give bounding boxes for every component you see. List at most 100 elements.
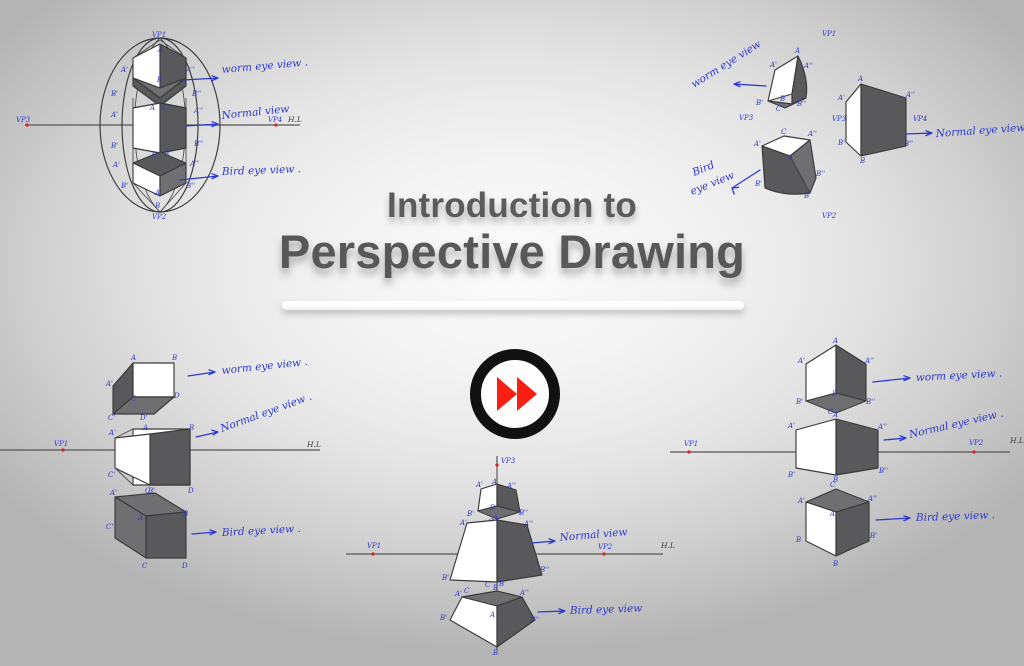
fast-forward-icon [496, 377, 537, 411]
annotation-normal-view: Normal view [558, 526, 628, 544]
svg-text:B: B [492, 649, 498, 657]
svg-text:B'': B'' [185, 182, 195, 190]
svg-text:A': A' [837, 94, 845, 102]
horizon-label: H.L [1009, 436, 1024, 445]
fast-forward-triangle-2 [516, 377, 537, 411]
horizon-label: H.L [306, 440, 321, 449]
svg-text:B': B' [147, 487, 155, 495]
annotation-worm-eye-view: worm eye view . [916, 367, 1003, 384]
annotation-bird-eye-view: Bird eye view . [915, 509, 995, 524]
diagram-sphere-stacked-boxes: H.L [16, 31, 308, 221]
svg-text:B': B' [787, 471, 795, 479]
label-vp1: VP1 [367, 542, 381, 550]
svg-text:A'': A'' [523, 520, 533, 528]
box-normal-eye: A' A B C' C D [108, 424, 194, 495]
svg-text:B: B [832, 476, 838, 484]
solid-worm-eye: A A' A'' B' B B'' C [755, 47, 813, 113]
svg-text:B: B [795, 536, 801, 544]
label-vp2: VP2 [969, 439, 984, 447]
annotation-normal-eye-view: Normal eye view . [218, 391, 314, 436]
svg-text:B: B [832, 560, 838, 568]
svg-text:A: A [157, 46, 163, 54]
svg-text:C: C [830, 481, 836, 489]
label-vp2: VP2 [598, 543, 613, 551]
svg-text:A': A' [120, 66, 128, 74]
svg-text:B': B' [837, 139, 845, 147]
svg-text:C: C [781, 128, 787, 136]
box-bird-eye [132, 151, 187, 213]
svg-text:A: A [857, 75, 863, 83]
svg-text:A'': A'' [506, 482, 516, 490]
svg-text:C: C [776, 105, 782, 113]
vanishing-point-vp2-dot [602, 552, 606, 556]
svg-text:B': B' [441, 574, 449, 582]
svg-text:A'': A'' [905, 91, 915, 99]
svg-text:B: B [156, 76, 162, 84]
svg-text:C: C [142, 562, 148, 570]
fast-forward-button[interactable] [470, 349, 560, 439]
cube-bird-eye: C A' A'' A B B' B [795, 481, 877, 568]
svg-text:A'': A'' [193, 107, 203, 115]
svg-text:A'': A'' [803, 62, 813, 70]
svg-text:B: B [859, 157, 865, 165]
label-vp1: VP1 [152, 31, 166, 39]
vertex-labels: A A' A'' B B' B'' A C A' A'' B' B'' C B … [110, 46, 203, 210]
svg-text:A'': A'' [519, 589, 529, 597]
svg-text:B'': B'' [539, 566, 549, 574]
label-vp3: VP3 [739, 114, 754, 122]
annotation-worm-eye-view: worm eye view . [221, 56, 308, 75]
svg-text:A'': A'' [877, 423, 887, 431]
annotation-arrow-bird [537, 608, 566, 615]
svg-text:A': A' [459, 519, 467, 527]
svg-text:C: C [828, 408, 834, 416]
svg-text:C: C [145, 487, 151, 495]
svg-text:A': A' [109, 489, 117, 497]
frustum-normal-view: A' A A'' B' B'' C B [441, 514, 549, 589]
svg-text:A: A [492, 514, 498, 522]
diagram-one-point-boxes: H.L VP1 A B A' C D C' D' worm eye view .… [0, 354, 321, 570]
annotation-arrow-worm [872, 375, 911, 383]
box-worm-eye: A B A' C D C' D' [105, 354, 180, 422]
vanishing-point-vp1-dot [687, 450, 691, 454]
label-vp4: VP4 [913, 115, 927, 123]
svg-text:B'': B'' [529, 616, 539, 624]
svg-text:A: A [787, 154, 793, 162]
label-vp4: VP4 [268, 116, 282, 124]
svg-text:D: D [187, 487, 194, 495]
svg-text:A': A' [110, 111, 118, 119]
label-vp3: VP3 [16, 116, 31, 124]
svg-text:B': B' [795, 398, 803, 406]
svg-text:A'': A'' [864, 357, 874, 365]
cube-worm-eye: A A' A'' B B' B'' C [795, 337, 875, 416]
diagram-rotated-cubes-three-point: VP1 VP2 VP3 VP3 VP4 A A' A'' B' B B'' C … [689, 30, 1024, 220]
frustum-worm-eye: A' A A'' B' B B'' C [466, 478, 528, 526]
svg-text:A': A' [753, 140, 761, 148]
annotation-worm-eye-view: worm eye view [689, 38, 763, 90]
annotation-bird-eye-view: Bird eye view [569, 602, 643, 617]
label-vp2: VP2 [152, 213, 167, 221]
svg-text:A: A [489, 611, 495, 619]
svg-text:B'': B'' [191, 90, 201, 98]
annotation-arrow-worm [187, 369, 216, 377]
svg-text:A': A' [787, 422, 795, 430]
annotation-arrow-bird [731, 169, 761, 195]
svg-text:B: B [831, 390, 837, 398]
diagram-three-point-pyramids: H.L VP3 VP1 VP2 A' A A'' B' B B'' C A' A [346, 456, 675, 657]
svg-text:B'': B'' [865, 398, 875, 406]
svg-text:C: C [152, 151, 158, 159]
svg-text:B: B [188, 424, 194, 432]
svg-text:A': A' [797, 497, 805, 505]
svg-text:B: B [498, 580, 504, 588]
annotation-arrow-normal [883, 435, 907, 442]
annotation-arrow-normal [905, 130, 933, 137]
svg-text:A'': A'' [189, 160, 199, 168]
label-vp3-right: VP3 [832, 115, 847, 123]
annotation-normal-eye-view: Normal eye view [934, 122, 1024, 140]
svg-text:A'': A'' [185, 66, 195, 74]
annotation-arrow-normal [185, 121, 219, 128]
vanishing-point-vp3-dot [25, 123, 29, 127]
annotation-arrow-bird [875, 515, 911, 522]
annotation-arrow-worm [182, 75, 219, 82]
svg-text:B': B' [466, 510, 474, 518]
svg-text:B'': B'' [878, 467, 888, 475]
